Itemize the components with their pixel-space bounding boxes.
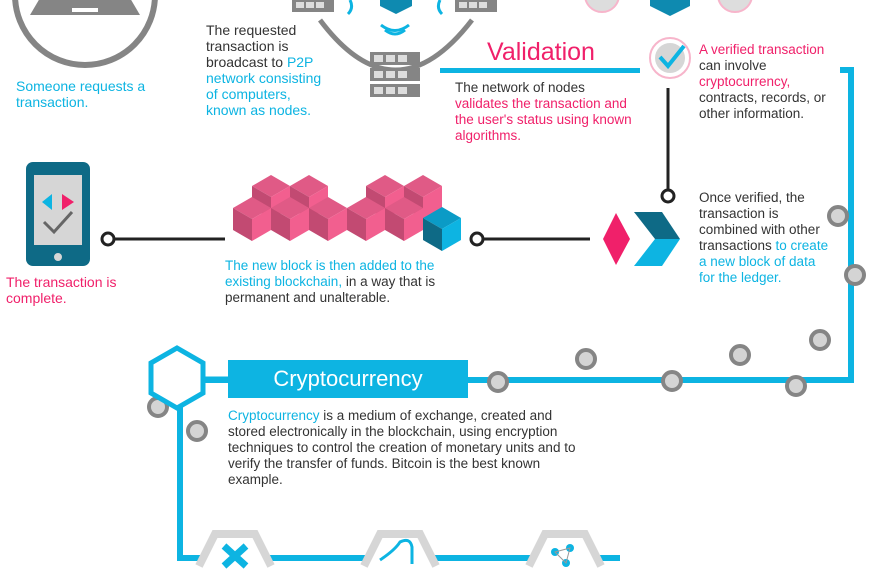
validation-text-a: The network of nodes (455, 80, 585, 95)
cryptocurrency-text-b: is a medium of exchange, created and sto… (228, 408, 576, 487)
complete-text: The transaction is complete. (6, 274, 117, 306)
laptop-icon (12, 0, 158, 68)
new-block-text: The new block is then added to the exist… (225, 258, 475, 306)
combined-text-a: Once verified, the transaction is combin… (699, 190, 820, 253)
combined-text: Once verified, the transaction is combin… (699, 190, 834, 286)
cube-icon (380, 0, 412, 14)
bottom-icons (195, 530, 605, 569)
new-block-text-a: The new block is then added to the exist… (225, 258, 435, 289)
verified-text-d: contracts, records, or other information… (699, 90, 826, 121)
broadcast-text-a: The requested transaction is broadcast t… (206, 22, 297, 70)
phone-icon (26, 162, 90, 266)
validation-text: The network of nodes validates the trans… (455, 80, 635, 144)
cube-face (423, 218, 442, 251)
cube-face (404, 208, 423, 241)
validation-title: Validation (487, 38, 595, 66)
cube-face (442, 218, 461, 251)
cryptocurrency-text-a: Cryptocurrency (228, 408, 320, 423)
validation-text-b: validates the transaction and the user's… (455, 96, 632, 143)
validation-underline (440, 68, 640, 73)
check-badge-icon (584, 0, 753, 16)
cryptocurrency-title: Cryptocurrency (228, 360, 468, 398)
chevron-icon (634, 212, 680, 266)
diamond-icon (603, 213, 630, 265)
wifi-icon (346, 0, 444, 36)
cube-face (347, 208, 366, 241)
cube-face (290, 208, 309, 241)
cube-face (271, 208, 290, 241)
cube-face (328, 208, 347, 241)
blockchain-blocks-icon (233, 175, 461, 251)
hexagon-icon (148, 345, 206, 411)
cube-face (252, 208, 271, 241)
cube-face (309, 208, 328, 241)
verified-text-b: can involve (699, 58, 767, 73)
verified-text: A verified transaction can involve crypt… (699, 42, 849, 122)
broadcast-text: The requested transaction is broadcast t… (206, 22, 331, 118)
broadcast-text-b: P2P network consisting of computers, kno… (206, 54, 322, 118)
step1-text: Someone requests a transaction. (16, 78, 146, 110)
server-icon (292, 0, 497, 97)
verified-check-icon (649, 37, 691, 79)
connector-lines (100, 88, 676, 247)
combined-text-b: to create a new block of data for the le… (699, 238, 829, 285)
cube-face (385, 208, 404, 241)
verified-text-a: A verified transaction (699, 42, 825, 57)
cube-face (233, 208, 252, 241)
new-block-text-b: in a way that is permanent and unalterab… (225, 274, 436, 305)
cube-face (366, 208, 385, 241)
cryptocurrency-text: Cryptocurrency is a medium of exchange, … (228, 408, 578, 488)
verified-text-c: cryptocurrency, (699, 74, 791, 89)
